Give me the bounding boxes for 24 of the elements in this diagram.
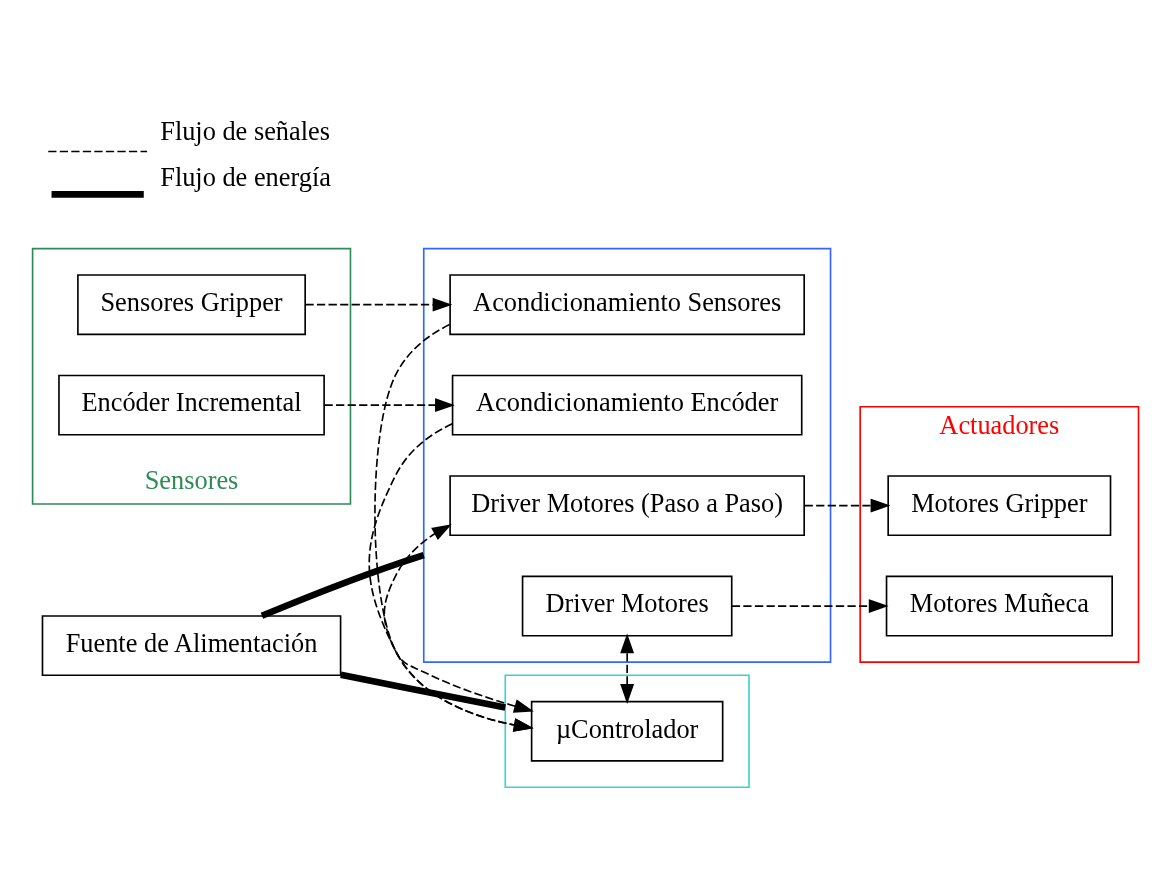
cluster: [422, 247, 832, 663]
arrow: [803, 498, 891, 513]
arrow: [383, 523, 534, 713]
connector: [340, 671, 506, 711]
node-box: Motores Gripper: [887, 474, 1112, 536]
node-box: µControlador: [530, 700, 724, 762]
arrow: [323, 397, 455, 412]
node-box: Fuente de Alimentación: [41, 614, 342, 676]
arrow: [304, 297, 453, 312]
legend-label: Flujo de energía: [160, 162, 331, 192]
node-box: Driver Motores: [521, 575, 733, 637]
node-box: Acondicionamiento Sensores: [449, 273, 805, 335]
connector: [260, 551, 425, 619]
legend-label: Flujo de señales: [160, 116, 330, 146]
cluster: [504, 673, 750, 788]
node-box: Motores Muñeca: [885, 575, 1113, 637]
node-box: Driver Motores (Paso a Paso): [449, 474, 805, 536]
node-box: Acondicionamiento Encóder: [451, 374, 803, 436]
arrow: [731, 598, 889, 613]
node-box: Encóder Incremental: [58, 374, 325, 436]
node-box: Sensores Gripper: [77, 273, 306, 335]
arrow: [368, 422, 534, 732]
arrow: [620, 632, 635, 704]
arrow: [374, 323, 534, 732]
